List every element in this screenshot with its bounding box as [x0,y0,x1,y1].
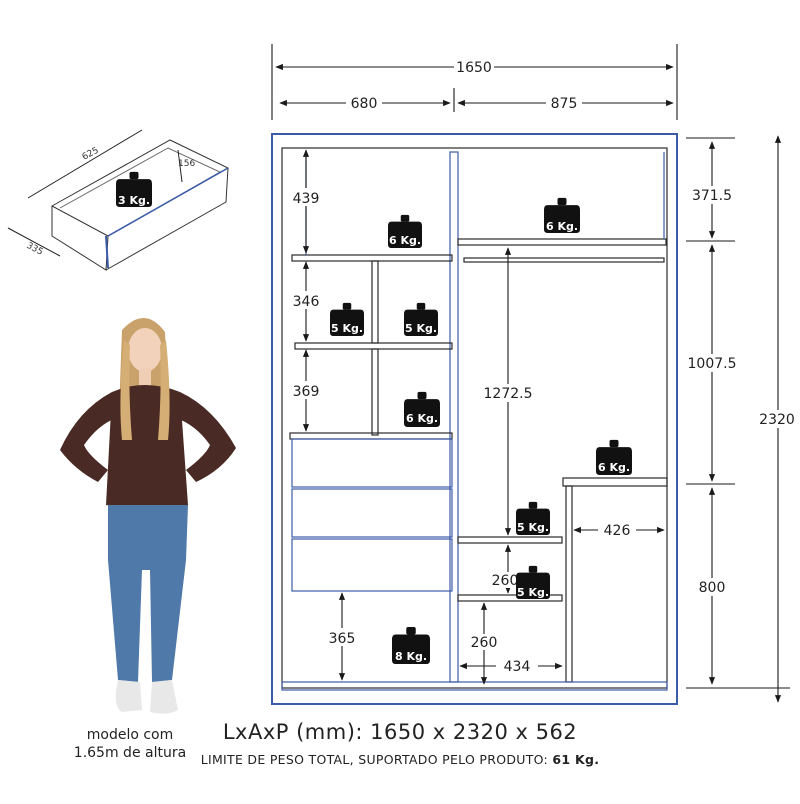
drawer-depth-label: 335 [25,241,45,258]
left-height-3-label: 369 [293,384,320,400]
model-caption-line-2: 1.65m de altura [73,745,187,761]
total-height-label: 2320 [759,412,795,428]
inner-width-1-label: 434 [504,659,531,675]
weight-label-mid-left-b: 5 Kg. [405,322,437,335]
left-height-2-label: 346 [293,294,320,310]
weight-label-bottom-left: 8 Kg. [395,650,427,663]
drawer-weight-label: 3 Kg. [118,194,150,207]
inner-width-2-label: 426 [604,523,631,539]
drawer-height-label: 156 [178,159,195,169]
weight-label-top-right: 6 Kg. [546,220,578,233]
weight-label-mid-left-a: 5 Kg. [331,322,363,335]
model-person-illustration [60,317,236,714]
hanging-height-label: 1272.5 [484,386,533,402]
weight-icons: 6 Kg. 5 Kg. 5 Kg. 6 Kg. 8 Kg. 6 Kg. 6 Kg… [330,197,632,664]
dimension-lines [271,44,790,703]
total-width-label: 1650 [456,60,492,76]
weight-label-top-left: 6 Kg. [389,234,421,247]
model-caption: modelo com 1.65m de altura [40,726,220,762]
wardrobe-drawing [271,133,678,705]
left-height-4-label: 365 [329,631,356,647]
right-height-1-label: 371.5 [692,188,732,204]
small-gap-2-label: 260 [471,635,498,651]
left-height-1-label: 439 [293,191,320,207]
weight-limit-value: 61 Kg. [552,752,600,767]
weight-label-small-2: 5 Kg. [517,586,549,599]
dimension-labels: 1650 680 875 439 346 369 365 371.5 1007.… [290,58,800,675]
dimensions-caption: LxAxP (mm): 1650 x 2320 x 562 [222,720,578,744]
weight-limit-caption: LIMITE DE PESO TOTAL, SUPORTADO PELO PRO… [0,752,800,767]
weight-label-lower-left: 6 Kg. [406,412,438,425]
left-width-label: 680 [351,96,378,112]
model-caption-line-1: modelo com [86,727,174,743]
weight-limit-prefix: LIMITE DE PESO TOTAL, SUPORTADO PELO PRO… [200,752,549,767]
right-height-2-label: 1007.5 [688,356,737,372]
small-gap-1-label: 260 [492,573,519,589]
drawer-illustration [7,129,230,271]
right-height-3-label: 800 [699,580,726,596]
weight-label-small-1: 5 Kg. [517,521,549,534]
weight-label-right-shelf: 6 Kg. [598,461,630,474]
right-width-label: 875 [551,96,578,112]
